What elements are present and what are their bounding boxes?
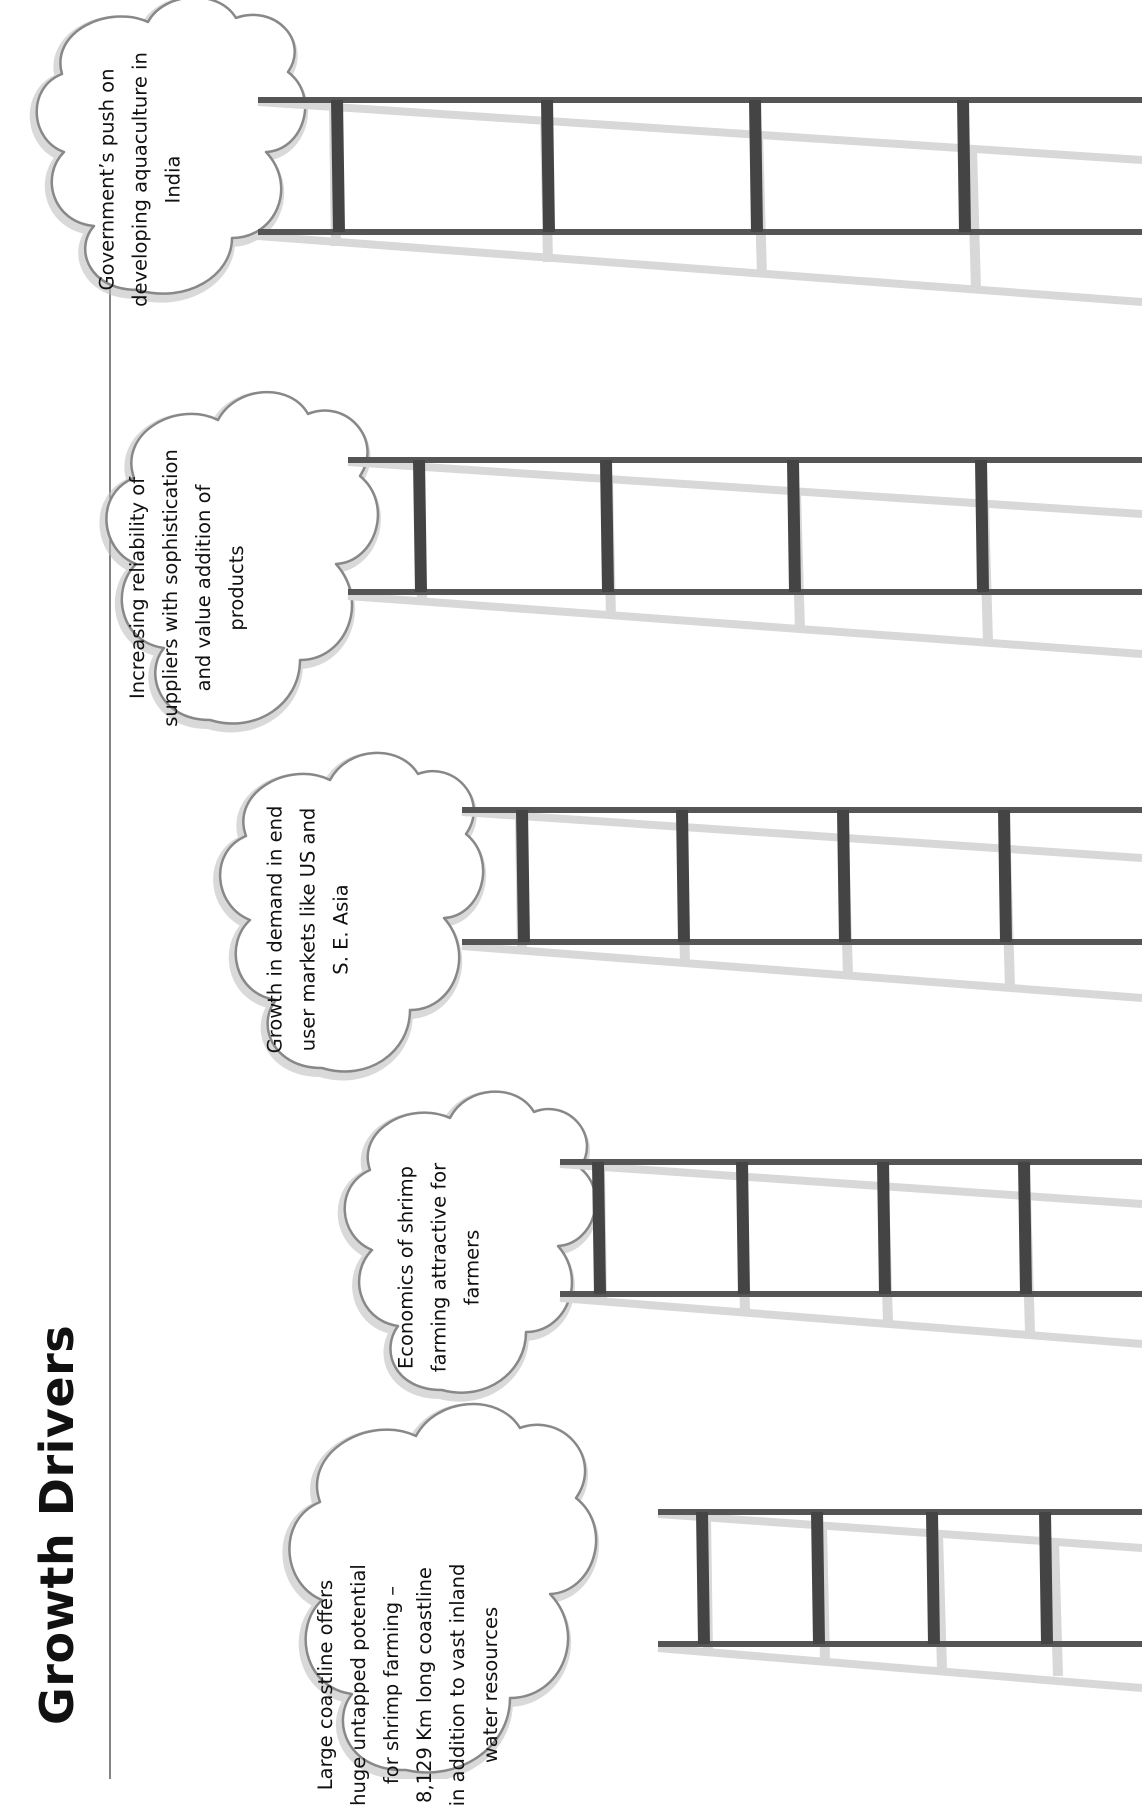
ladder [657, 1509, 1142, 1692]
driver-4 [337, 1090, 1142, 1402]
driver-4-text: Economics of shrimp farming attractive f… [394, 1162, 484, 1373]
driver-3-text: Growth in demand in end user markets lik… [263, 805, 353, 1054]
cloud-shape [282, 1402, 600, 1779]
driver-1 [29, 0, 1142, 306]
cloud-shape [213, 751, 486, 1081]
cloud-shape [99, 391, 381, 733]
driver-3 [213, 751, 1142, 1081]
driver-1-text: Government’s push on developing aquacult… [95, 52, 185, 307]
cloud-shape [29, 0, 308, 303]
driver-5 [282, 1402, 1142, 1779]
cloud-shape [337, 1090, 599, 1402]
driver-5-text: Large coastline offers huge untapped pot… [314, 1563, 502, 1807]
ladder [347, 457, 1142, 658]
ladder [559, 1159, 1142, 1348]
page-title: Growth Drivers [30, 1324, 84, 1725]
ladder [257, 97, 1142, 306]
driver-2 [99, 391, 1142, 733]
ladder [461, 807, 1142, 1002]
driver-2-text: Increasing reliability of suppliers with… [126, 449, 248, 727]
